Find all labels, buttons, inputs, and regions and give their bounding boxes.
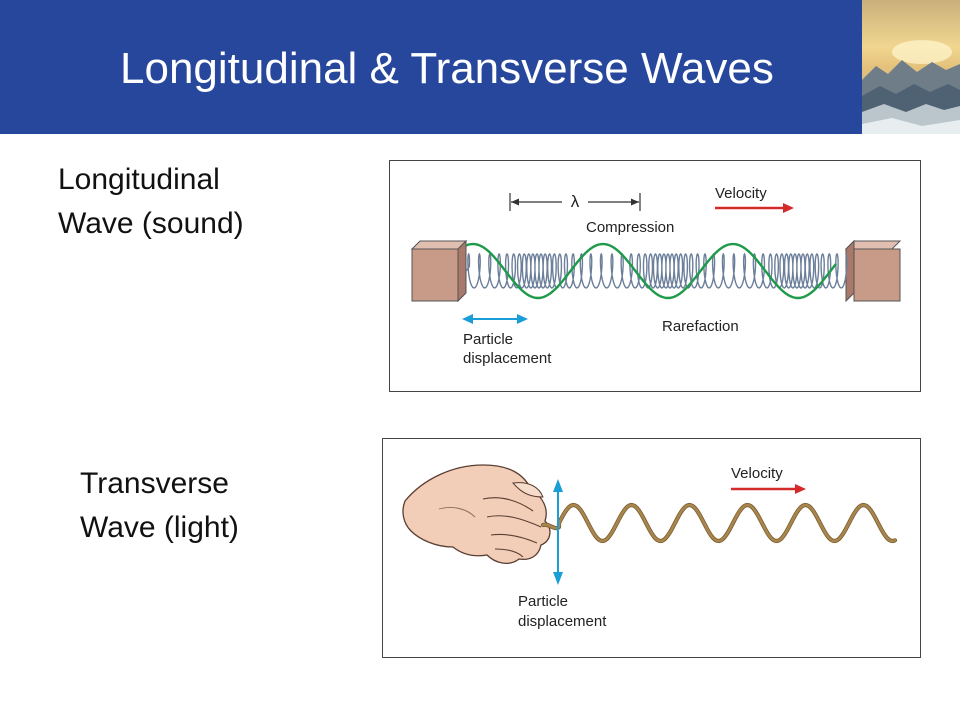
rope-path xyxy=(541,503,897,543)
velocity-label: Velocity xyxy=(715,185,767,202)
particle-label-line2: displacement xyxy=(518,613,607,630)
transverse-label-line1: Transverse xyxy=(80,467,229,500)
spring-coil xyxy=(465,252,848,289)
pressure-wave-path xyxy=(465,242,837,300)
longitudinal-wave-diagram: λ Velocity Compression Rarefaction xyxy=(389,160,921,392)
wavelength-symbol: λ xyxy=(571,192,580,211)
particle-displacement-arrow xyxy=(462,314,528,324)
velocity-arrow xyxy=(715,203,794,213)
hand-illustration xyxy=(402,464,551,565)
wavelength-marker: λ xyxy=(509,192,641,211)
particle-label-line1: Particle xyxy=(463,331,513,348)
pressure-wave-curve xyxy=(465,242,837,300)
longitudinal-label-line2: Wave (sound) xyxy=(58,207,244,240)
particle-label-line2: displacement xyxy=(463,350,552,367)
particle-label-line1: Particle xyxy=(518,593,568,610)
transverse-label: Transverse Wave (light) xyxy=(80,462,239,550)
velocity-arrow xyxy=(731,484,806,494)
transverse-wave-diagram: Velocity Particle displacement xyxy=(382,438,921,658)
spring-coil-path xyxy=(465,252,848,289)
slide-title: Longitudinal & Transverse Waves xyxy=(120,44,774,93)
longitudinal-label-line1: Longitudinal xyxy=(58,163,220,196)
right-block xyxy=(844,239,902,303)
longitudinal-label: Longitudinal Wave (sound) xyxy=(58,158,244,246)
slide-header: Longitudinal & Transverse Waves xyxy=(0,0,862,134)
left-block xyxy=(410,239,468,303)
rope-wave xyxy=(540,502,898,544)
mountain-sunset-image xyxy=(862,0,960,134)
transverse-label-line2: Wave (light) xyxy=(80,511,239,544)
velocity-label: Velocity xyxy=(731,465,783,482)
compression-label: Compression xyxy=(586,219,674,236)
rarefaction-label: Rarefaction xyxy=(662,318,739,335)
particle-displacement-arrow xyxy=(553,479,563,585)
